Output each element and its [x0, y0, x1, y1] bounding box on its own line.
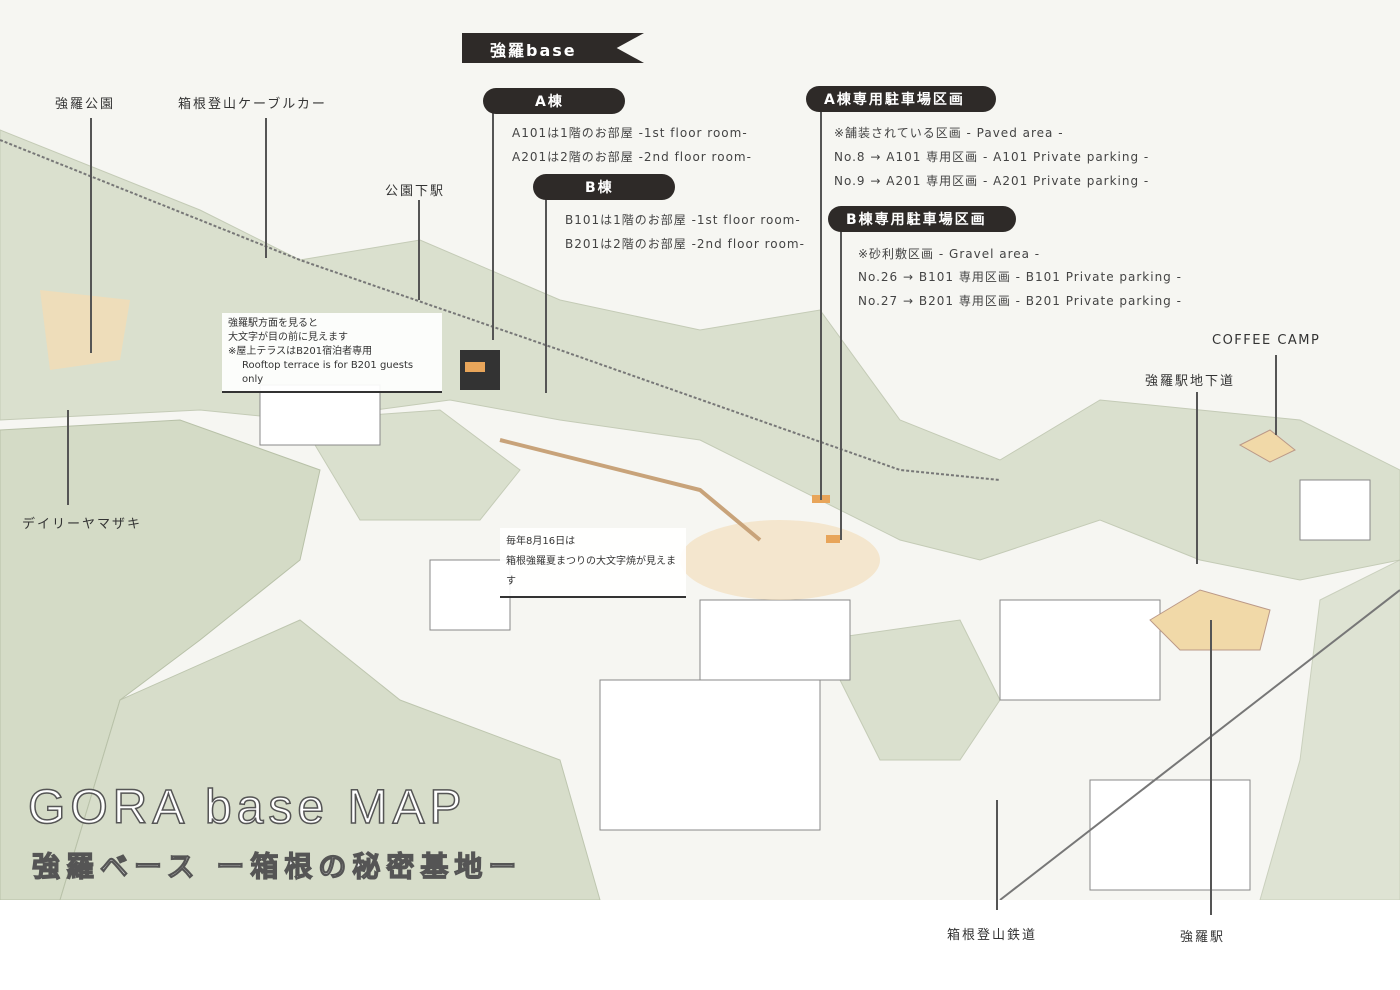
- leader-line: [1210, 620, 1212, 915]
- gora-base-banner: 強羅base: [462, 33, 644, 63]
- building-b-line: B201は2階のお部屋 -2nd floor room-: [565, 237, 805, 251]
- leader-line: [820, 110, 822, 500]
- leader-line: [1275, 355, 1277, 435]
- parking-b-line: ※砂利敷区画 - Gravel area -: [858, 247, 1041, 261]
- railway-label: 箱根登山鉄道: [947, 928, 1038, 943]
- leader-line: [840, 230, 842, 540]
- parking-a-label: A棟専用駐車場区画: [806, 86, 996, 112]
- note-line: 毎年8月16日は: [506, 536, 576, 547]
- note-line: 箱根強羅夏まつりの大文字焼が見えます: [506, 556, 676, 587]
- parking-a-line: No.8 → A101 専用区画 - A101 Private parking …: [834, 150, 1150, 164]
- gora-park-label: 強羅公園: [55, 97, 116, 112]
- rooftop-note: 強羅駅方面を見ると 大文字が目の前に見えます ※屋上テラスはB201宿泊者専用 …: [222, 313, 442, 393]
- note-line: 大文字が目の前に見えます: [228, 332, 348, 343]
- map-title: GORA base MAP: [27, 780, 467, 835]
- cable-car-label: 箱根登山ケーブルカー: [178, 97, 327, 112]
- parking-b-line: No.27 → B201 専用区画 - B201 Private parking…: [858, 294, 1182, 308]
- parking-a-line: ※舗装されている区画 - Paved area -: [834, 126, 1064, 140]
- festival-note: 毎年8月16日は 箱根強羅夏まつりの大文字焼が見えます: [500, 528, 686, 598]
- parking-b-label: B棟専用駐車場区画: [828, 206, 1016, 232]
- building-a-line: A101は1階のお部屋 -1st floor room-: [512, 126, 748, 140]
- coffee-camp-label: COFFEE CAMP: [1212, 333, 1321, 348]
- leader-line: [492, 112, 494, 340]
- daily-yamazaki-label: デイリーヤマザキ: [22, 517, 143, 532]
- leader-line: [1196, 392, 1198, 564]
- gora-station-label: 強羅駅: [1180, 930, 1226, 945]
- koen-shita-station-label: 公園下駅: [385, 184, 446, 199]
- building-b-line: B101は1階のお部屋 -1st floor room-: [565, 213, 801, 227]
- leader-line: [996, 800, 998, 910]
- leader-line: [545, 198, 547, 393]
- parking-b-line: No.26 → B101 専用区画 - B101 Private parking…: [858, 270, 1182, 284]
- leader-line: [67, 410, 69, 505]
- building-a-label: A棟: [483, 88, 625, 114]
- leader-line: [418, 200, 420, 300]
- leader-line: [90, 118, 92, 353]
- note-line: ※屋上テラスはB201宿泊者専用: [228, 346, 373, 357]
- building-a-line: A201は2階のお部屋 -2nd floor room-: [512, 150, 752, 164]
- note-line: 強羅駅方面を見ると: [228, 318, 318, 329]
- building-b-label: B棟: [533, 174, 675, 200]
- underpass-label: 強羅駅地下道: [1145, 374, 1236, 389]
- map-subtitle: 強羅ベース ー箱根の秘密基地ー: [31, 849, 523, 883]
- leader-line: [265, 118, 267, 258]
- note-line: Rooftop terrace is for B201 guests only: [242, 360, 414, 385]
- parking-a-line: No.9 → A201 専用区画 - A201 Private parking …: [834, 174, 1150, 188]
